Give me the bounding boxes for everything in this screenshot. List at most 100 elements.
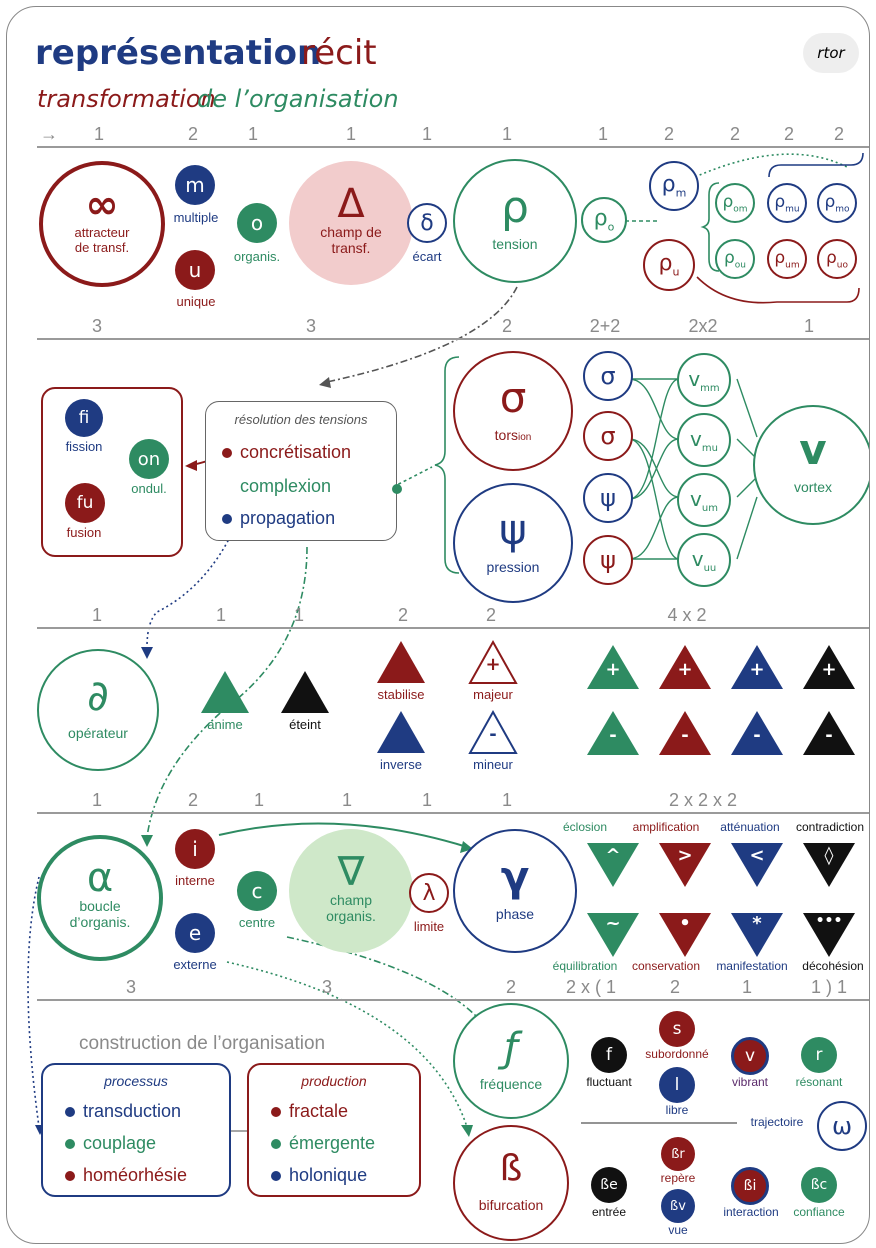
- infinity-icon: ∞: [85, 182, 119, 228]
- unique-node[interactable]: u: [175, 250, 215, 290]
- frequence-node[interactable]: ƒ fréquence: [453, 1003, 569, 1119]
- author-badge[interactable]: rtor: [803, 33, 859, 73]
- limite-node[interactable]: λ: [409, 873, 449, 913]
- rho-mo-node[interactable]: ρmo: [817, 183, 857, 223]
- equilibration-triangle-icon[interactable]: [585, 911, 641, 959]
- emergente-item[interactable]: émergente: [271, 1133, 375, 1154]
- subtitle-b: de l’: [197, 85, 249, 113]
- amplification-triangle-icon[interactable]: [657, 841, 713, 889]
- black-minus-triangle-icon[interactable]: [801, 709, 857, 757]
- v-mm-node[interactable]: vmm: [677, 353, 731, 407]
- libre-node[interactable]: l: [659, 1067, 695, 1103]
- blue-plus-triangle-icon[interactable]: [729, 643, 785, 691]
- rho-um-node[interactable]: ρum: [767, 239, 807, 279]
- stabilise-triangle-icon[interactable]: [375, 639, 427, 685]
- trajectoire-node[interactable]: ω: [817, 1101, 867, 1151]
- vortex-node[interactable]: v vortex: [753, 405, 869, 525]
- externe-node[interactable]: e: [175, 913, 215, 953]
- rho-mu-node[interactable]: ρmu: [767, 183, 807, 223]
- delta-icon: Δ: [337, 181, 365, 227]
- attractor-node[interactable]: ∞ attracteur de transf.: [39, 161, 165, 287]
- boucle-node[interactable]: α boucle d’organis.: [37, 835, 163, 961]
- rho-u-node[interactable]: ρu: [643, 239, 695, 291]
- decohesion-triangle-icon[interactable]: [801, 911, 857, 959]
- operateur-node[interactable]: ∂ opérateur: [37, 649, 159, 771]
- bifurcation-node[interactable]: ß bifurcation: [453, 1125, 569, 1241]
- count: 1: [293, 605, 304, 625]
- fission-node[interactable]: fi: [65, 399, 103, 437]
- frequence-label: fréquence: [479, 1076, 543, 1092]
- sigma-blue-node[interactable]: σ: [583, 351, 633, 401]
- inverse-triangle-icon[interactable]: [375, 709, 427, 755]
- couplage-item[interactable]: couplage: [65, 1133, 156, 1154]
- fusion-label: fusion: [66, 525, 102, 540]
- vibrant-node[interactable]: v: [731, 1037, 769, 1075]
- v-uu-node[interactable]: vuu: [677, 533, 731, 587]
- torsion-node[interactable]: σ torsion: [453, 351, 573, 471]
- subtitle-a: transformation: [37, 85, 216, 113]
- resolution-box: résolution des tensions concrétisation c…: [205, 401, 402, 541]
- psi-red-node[interactable]: ψ: [583, 535, 633, 585]
- organis-node[interactable]: o: [237, 203, 277, 243]
- count: →: [40, 124, 58, 144]
- red-minus-triangle-icon[interactable]: [657, 709, 713, 757]
- divider: [37, 338, 869, 340]
- complexion-item[interactable]: complexion: [240, 476, 332, 496]
- holonique-item[interactable]: holonique: [271, 1165, 367, 1186]
- rho-m-node[interactable]: ρm: [649, 161, 699, 211]
- confiance-node[interactable]: ßc: [801, 1167, 837, 1203]
- contradiction-triangle-icon[interactable]: [801, 841, 857, 889]
- rho-uo-node[interactable]: ρuo: [817, 239, 857, 279]
- phase-node[interactable]: γ phase: [453, 829, 577, 953]
- concretisation-item[interactable]: concrétisation: [222, 442, 351, 463]
- count: 1: [93, 124, 104, 144]
- ondul-node[interactable]: on: [129, 439, 169, 479]
- resonant-node[interactable]: r: [801, 1037, 837, 1073]
- propagation-item[interactable]: propagation: [222, 508, 335, 529]
- anime-triangle-icon[interactable]: [199, 669, 251, 715]
- rho-o-node[interactable]: ρo: [581, 197, 627, 243]
- ecart-node[interactable]: δ: [407, 203, 447, 243]
- fractale-item[interactable]: fractale: [271, 1101, 348, 1122]
- v-mu-node[interactable]: vmu: [677, 413, 731, 467]
- mineur-triangle-icon[interactable]: [467, 709, 519, 755]
- rho-om-node[interactable]: ρom: [715, 183, 755, 223]
- fluctuant-node[interactable]: f: [591, 1037, 627, 1073]
- tilde-glyph: ~: [605, 913, 621, 934]
- pression-node[interactable]: ψ pression: [453, 483, 573, 603]
- libre-label: libre: [665, 1103, 689, 1117]
- v-um-node[interactable]: vum: [677, 473, 731, 527]
- green-plus-triangle-icon[interactable]: [585, 643, 641, 691]
- count: 3: [321, 977, 332, 997]
- champ-organis-node[interactable]: ∇ champ organis.: [289, 829, 413, 953]
- green-minus-triangle-icon[interactable]: [585, 709, 641, 757]
- interaction-node[interactable]: ßi: [731, 1167, 769, 1205]
- red-plus-triangle-icon[interactable]: [657, 643, 713, 691]
- interne-node[interactable]: i: [175, 829, 215, 869]
- fusion-node[interactable]: fu: [65, 483, 105, 523]
- champ-transf-node[interactable]: Δ champ de transf.: [289, 161, 413, 285]
- eteint-triangle-icon[interactable]: [279, 669, 331, 715]
- centre-node[interactable]: c: [237, 871, 277, 911]
- black-plus-triangle-icon[interactable]: [801, 643, 857, 691]
- sigma-red-node[interactable]: σ: [583, 411, 633, 461]
- psi-blue-node[interactable]: ψ: [583, 473, 633, 523]
- rho-ou-node[interactable]: ρou: [715, 239, 755, 279]
- manifestation-triangle-icon[interactable]: [729, 911, 785, 959]
- conservation-triangle-icon[interactable]: [657, 911, 713, 959]
- tension-node[interactable]: ρ tension: [453, 159, 577, 283]
- repere-node[interactable]: ßr: [661, 1137, 695, 1171]
- majeur-triangle-icon[interactable]: [467, 639, 519, 685]
- processus-box: processus transduction couplage homéorhé…: [41, 1063, 231, 1197]
- subordonne-node[interactable]: s: [659, 1011, 695, 1047]
- multiple-node[interactable]: m: [175, 165, 215, 205]
- count: 1: [741, 977, 752, 997]
- blue-minus-triangle-icon[interactable]: [729, 709, 785, 757]
- count: 2: [663, 124, 674, 144]
- eclosion-triangle-icon[interactable]: [585, 841, 641, 889]
- entree-node[interactable]: ße: [591, 1167, 627, 1203]
- vue-node[interactable]: ßv: [661, 1189, 695, 1223]
- transduction-item[interactable]: transduction: [65, 1101, 181, 1122]
- homeorhesie-item[interactable]: homéorhésie: [65, 1165, 187, 1186]
- attenuation-triangle-icon[interactable]: [729, 841, 785, 889]
